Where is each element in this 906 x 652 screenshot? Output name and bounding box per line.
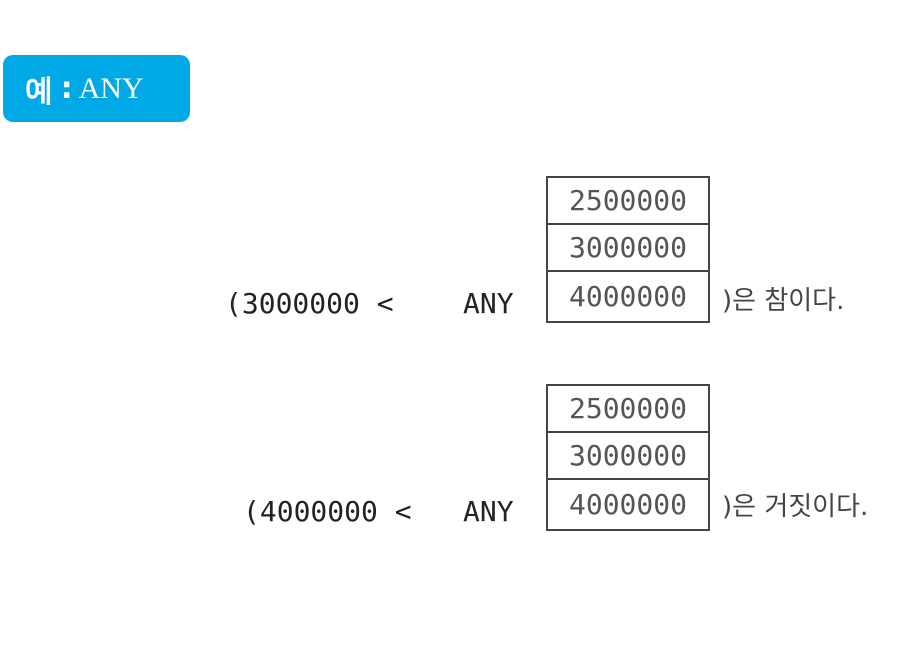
- example-2-value-cell: 3000000: [548, 433, 708, 480]
- example-2-any-keyword: ANY: [463, 495, 514, 528]
- example-badge: 예 : ANY: [3, 55, 190, 122]
- example-2-result-text: )은 거짓이다.: [722, 492, 869, 522]
- example-1-any-keyword: ANY: [463, 287, 514, 320]
- badge-prefix: 예: [25, 74, 53, 110]
- example-2-left-expression: (4000000 <: [243, 495, 412, 528]
- example-1-result-text: )은 참이다.: [722, 286, 845, 316]
- example-1-value-set: 2500000 3000000 4000000: [546, 176, 710, 323]
- example-2-value-cell: 4000000: [568, 488, 687, 521]
- example-2-value-set: 2500000 3000000 4000000: [546, 384, 710, 531]
- example-1-value-cell: 3000000: [548, 225, 708, 272]
- badge-keyword: ANY: [78, 71, 144, 105]
- example-1-value-cell: 2500000: [548, 178, 708, 225]
- example-1-value-cell: 4000000: [568, 280, 687, 313]
- example-1-left-expression: (3000000 <: [225, 287, 394, 320]
- badge-colon: :: [60, 71, 73, 106]
- example-2-value-cell: 2500000: [548, 386, 708, 433]
